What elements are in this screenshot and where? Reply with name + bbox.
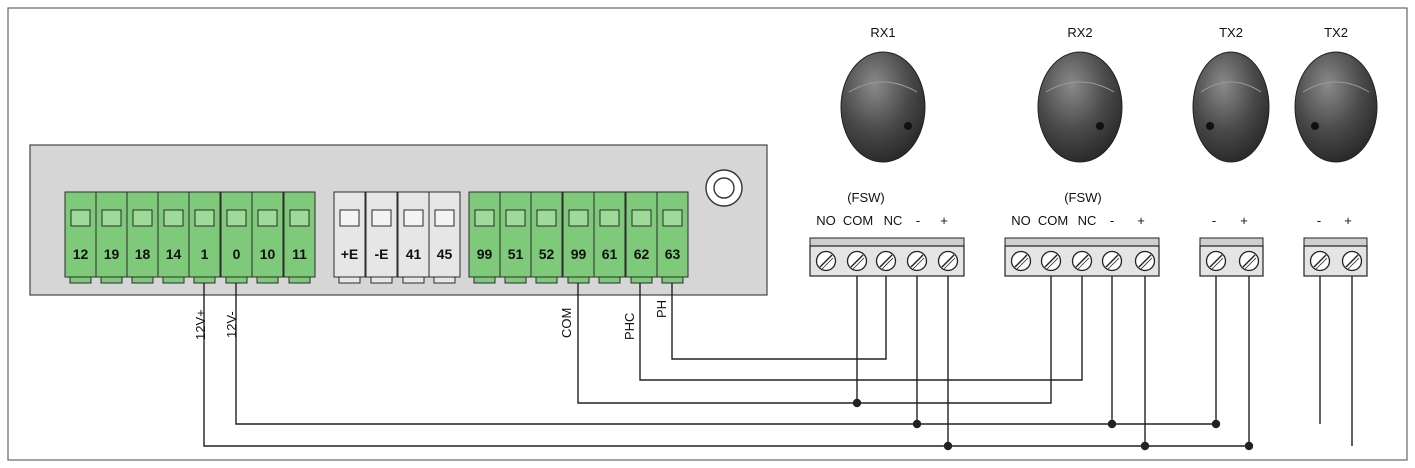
terminal-+E-8: +E xyxy=(333,191,366,284)
junction-dot xyxy=(1211,419,1221,429)
pin-label: COM xyxy=(843,213,873,228)
photocell-sensor-icon xyxy=(840,51,926,163)
junction-dot xyxy=(1140,441,1150,451)
terminal-label: +E xyxy=(341,246,359,262)
pin-label: - xyxy=(1212,213,1216,228)
pin-label: + xyxy=(940,213,948,228)
terminal-label: 61 xyxy=(602,246,618,262)
screw-terminal-block xyxy=(809,237,965,277)
photocell-sensor-icon xyxy=(1192,51,1270,163)
pin-label: + xyxy=(1240,213,1248,228)
device-group-label: (FSW) xyxy=(1064,190,1102,205)
terminal-18-2: 18 xyxy=(126,191,159,284)
terminal-label: 45 xyxy=(437,246,453,262)
terminal-label: 99 xyxy=(571,246,587,262)
terminal-label: 0 xyxy=(233,246,241,262)
device-group-label: (FSW) xyxy=(847,190,885,205)
wire xyxy=(639,276,1083,381)
terminal-51-13: 51 xyxy=(499,191,532,284)
terminal-label: 10 xyxy=(260,246,276,262)
pin-label: NO xyxy=(816,213,836,228)
pin-label: + xyxy=(1137,213,1145,228)
pin-label: NC xyxy=(1078,213,1097,228)
wire-label-12v-plus: 12V+ xyxy=(193,309,208,340)
wire xyxy=(671,276,887,360)
pin-label: - xyxy=(1317,213,1321,228)
terminal-0-5: 0 xyxy=(220,191,253,284)
junction-dot xyxy=(1107,419,1117,429)
outer-frame xyxy=(7,7,1408,461)
device-tx2b: TX2 - + xyxy=(1294,25,1378,277)
terminal-99-12: 99 xyxy=(468,191,501,284)
terminal-label: 52 xyxy=(539,246,555,262)
junction-dot xyxy=(852,398,862,408)
terminal-label: 41 xyxy=(406,246,422,262)
device-rx1: RX1 (FSW) NO COM NC- + xyxy=(809,25,965,277)
device-title: TX2 xyxy=(1324,25,1348,40)
terminal-12-0: 12 xyxy=(64,191,97,284)
wire-label-ph: PH xyxy=(654,300,669,318)
terminal-label: 12 xyxy=(73,246,89,262)
device-title: RX2 xyxy=(1067,25,1092,40)
terminal-45-11: 45 xyxy=(428,191,461,284)
terminal-label: 99 xyxy=(477,246,493,262)
device-title: TX2 xyxy=(1219,25,1243,40)
photocell-sensor-icon xyxy=(1294,51,1378,163)
terminal-63-18: 63 xyxy=(656,191,689,284)
terminal-14-3: 14 xyxy=(157,191,190,284)
mounting-hole-icon xyxy=(705,169,743,207)
device-rx2: RX2 (FSW) NO COM NC- + xyxy=(1004,25,1160,277)
photocell-sensor-icon xyxy=(1037,51,1123,163)
junction-dot xyxy=(912,419,922,429)
device-title: RX1 xyxy=(870,25,895,40)
screw-terminal-block xyxy=(1303,237,1368,277)
terminal-10-6: 10 xyxy=(251,191,284,284)
terminal-62-17: 62 xyxy=(625,191,658,284)
terminal-11-7: 11 xyxy=(283,191,316,284)
wire-label-12v-minus: 12V- xyxy=(224,311,239,338)
wire-label-com: COM xyxy=(559,308,574,338)
pin-label: NC xyxy=(884,213,903,228)
terminal-label: 18 xyxy=(135,246,151,262)
device-tx2a: TX2 - + xyxy=(1192,25,1270,277)
wire xyxy=(577,276,1052,404)
terminal-19-1: 19 xyxy=(95,191,128,284)
terminal-label: 19 xyxy=(104,246,120,262)
pin-label: - xyxy=(1110,213,1114,228)
wire xyxy=(203,276,1250,447)
junction-dot xyxy=(1244,441,1254,451)
pin-label: + xyxy=(1344,213,1352,228)
wiring xyxy=(203,276,1353,451)
terminal-label: 14 xyxy=(166,246,182,262)
terminal-label: 1 xyxy=(201,246,209,262)
terminal-label: -E xyxy=(375,246,389,262)
terminal-1-4: 1 xyxy=(188,191,221,284)
terminal-label: 51 xyxy=(508,246,524,262)
screw-terminal-block xyxy=(1199,237,1264,277)
pin-label: COM xyxy=(1038,213,1068,228)
wire-label-phc: PHC xyxy=(622,313,637,340)
terminal-label: 63 xyxy=(665,246,681,262)
terminal--E-9: -E xyxy=(365,191,398,284)
terminal-label: 62 xyxy=(634,246,650,262)
wire xyxy=(235,276,1217,425)
terminal-label: 11 xyxy=(292,246,307,262)
screw-terminal-block xyxy=(1004,237,1160,277)
pin-label: NO xyxy=(1011,213,1031,228)
terminal-99-15: 99 xyxy=(562,191,595,284)
terminal-61-16: 61 xyxy=(593,191,626,284)
junction-dot xyxy=(943,441,953,451)
pin-label: - xyxy=(916,213,920,228)
terminal-41-10: 41 xyxy=(397,191,430,284)
terminal-52-14: 52 xyxy=(530,191,563,284)
